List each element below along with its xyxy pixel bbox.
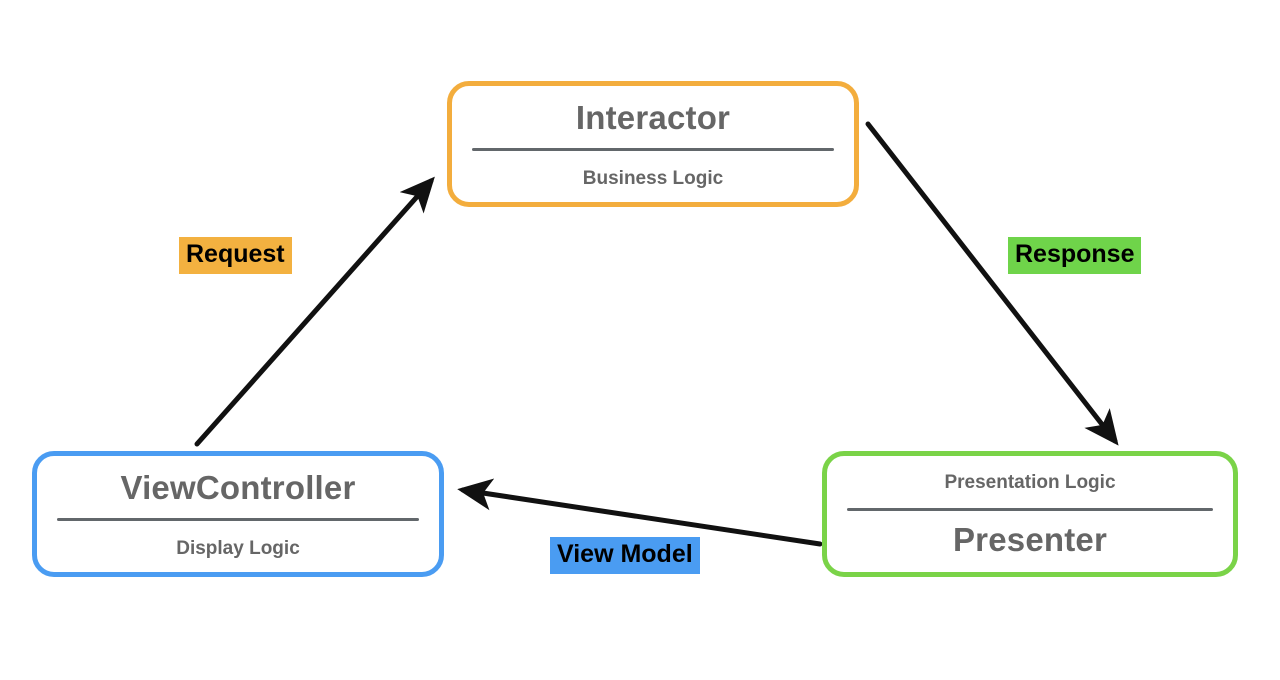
edge-label-response: Response [1008, 237, 1142, 274]
node-viewcontroller-title: ViewController [120, 468, 356, 506]
node-presenter-divider [847, 507, 1213, 511]
node-presenter-subtitle: Presentation Logic [944, 471, 1116, 493]
node-interactor-subtitle: Business Logic [582, 167, 724, 189]
arrow-request [194, 176, 435, 447]
node-interactor-title: Interactor [575, 98, 731, 136]
node-presenter[interactable]: Presentation Logic Presenter [822, 451, 1238, 577]
node-interactor-divider [472, 147, 834, 151]
node-viewcontroller-divider [57, 517, 419, 521]
edge-label-view-model: View Model [550, 537, 700, 574]
edge-label-request: Request [179, 237, 292, 274]
arrow-view-model [457, 478, 823, 547]
node-viewcontroller[interactable]: ViewController Display Logic [32, 451, 444, 577]
node-interactor[interactable]: Interactor Business Logic [447, 81, 859, 207]
node-presenter-title: Presenter [952, 520, 1108, 558]
arrow-response [865, 121, 1119, 446]
node-viewcontroller-subtitle: Display Logic [176, 537, 300, 559]
